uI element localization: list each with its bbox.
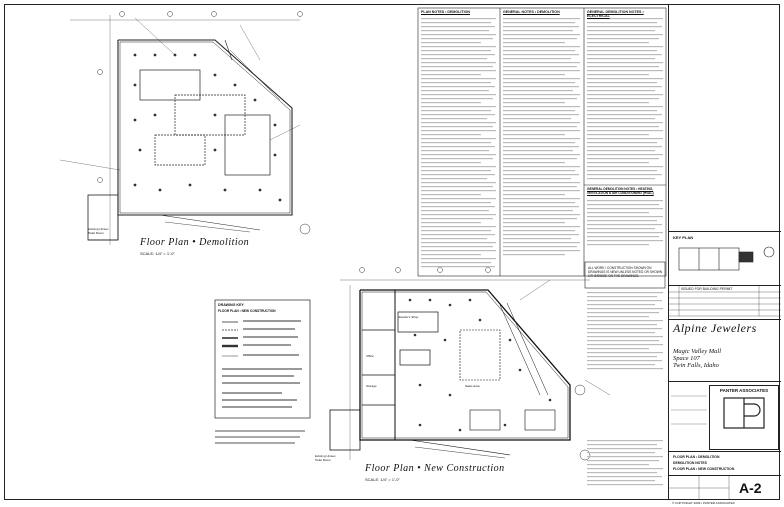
sheet-titles: FLOOR PLAN • DEMOLITION DEMOLITION NOTES… <box>669 452 781 476</box>
room-label-storage: Storage <box>366 384 377 388</box>
sheet-title-2: DEMOLITION NOTES <box>673 461 707 465</box>
general-notes-header: GENERAL NOTES • DEMOLITION <box>503 10 560 14</box>
firm-name: PANTER ASSOCIATES <box>719 388 769 393</box>
sheet-title-3: FLOOR PLAN • NEW CONSTRUCTION <box>673 467 735 471</box>
hvac-notes-header: GENERAL DEMOLITION NOTES • HEATING, VENT… <box>587 187 654 195</box>
revision-table-grid <box>669 286 781 317</box>
sheet-number-grid <box>669 476 730 500</box>
revision-issue-row: ISSUED FOR BUILDING PERMIT <box>681 287 733 291</box>
new-construction-plan-title: Floor Plan • New Construction <box>365 463 505 474</box>
firm-stamp-fields <box>671 395 707 425</box>
drawing-sheet <box>4 4 780 500</box>
new-work-note: ALL WORK / CONSTRUCTION SHOWN ON DRAWING… <box>588 266 663 278</box>
room-label-office: Office <box>366 354 374 358</box>
key-plan-label: KEY PLAN <box>673 235 694 240</box>
title-block: KEY PLAN ISSUED FOR BUILDING PERMIT Alpi… <box>668 4 781 500</box>
firm-logo-icon <box>723 397 765 429</box>
key-plan: KEY PLAN <box>669 232 781 286</box>
project-info: Alpine Jewelers Magic Valley Mall Space … <box>669 320 781 382</box>
electrical-notes: GENERAL DEMOLITION NOTES • ELECTRICAL <box>587 10 664 272</box>
room-label-sales-area: Sales Area <box>465 384 480 388</box>
key-plan-diagram <box>678 246 775 271</box>
electrical-notes-header: GENERAL DEMOLITION NOTES • ELECTRICAL <box>587 10 644 18</box>
project-name: Alpine Jewelers <box>673 321 757 335</box>
drawing-key-title: DRAWING KEY <box>218 303 244 307</box>
sheet-number: A-2 <box>739 480 762 496</box>
title-block-blank-area <box>669 4 781 232</box>
drawing-key-subtitle: FLOOR PLAN • NEW CONSTRUCTION <box>218 309 276 313</box>
demolition-existing-toilet-label: Existing Unisex Toilet Room <box>88 227 109 235</box>
firm-logo-box: PANTER ASSOCIATES <box>709 385 779 450</box>
plan-notes-demolition: PLAN NOTES • DEMOLITION <box>421 10 497 272</box>
plan-notes-header: PLAN NOTES • DEMOLITION <box>421 10 470 14</box>
demolition-plan-scale: SCALE: 1/4" = 1'-0" <box>140 251 175 256</box>
revision-table: ISSUED FOR BUILDING PERMIT <box>669 286 781 320</box>
new-construction-existing-toilet-label: Existing Unisex Toilet Room <box>315 454 336 462</box>
sheet-title-1: FLOOR PLAN • DEMOLITION <box>673 455 720 459</box>
firm-block: PANTER ASSOCIATES <box>669 382 781 452</box>
room-label-jewelers-shop: Jeweler's Shop <box>398 315 419 319</box>
copyright-notice: © COPYRIGHT 2009 • PANTER ASSOCIATES <box>672 501 735 505</box>
project-location: Magic Valley Mall Space 107 Twin Falls, … <box>673 348 722 369</box>
new-construction-plan-scale: SCALE: 1/4" = 1'-0" <box>365 477 400 482</box>
sheet-number-block: A-2 <box>669 476 781 500</box>
demolition-plan-title: Floor Plan • Demolition <box>140 237 250 248</box>
general-notes-demolition: GENERAL NOTES • DEMOLITION <box>503 10 581 272</box>
